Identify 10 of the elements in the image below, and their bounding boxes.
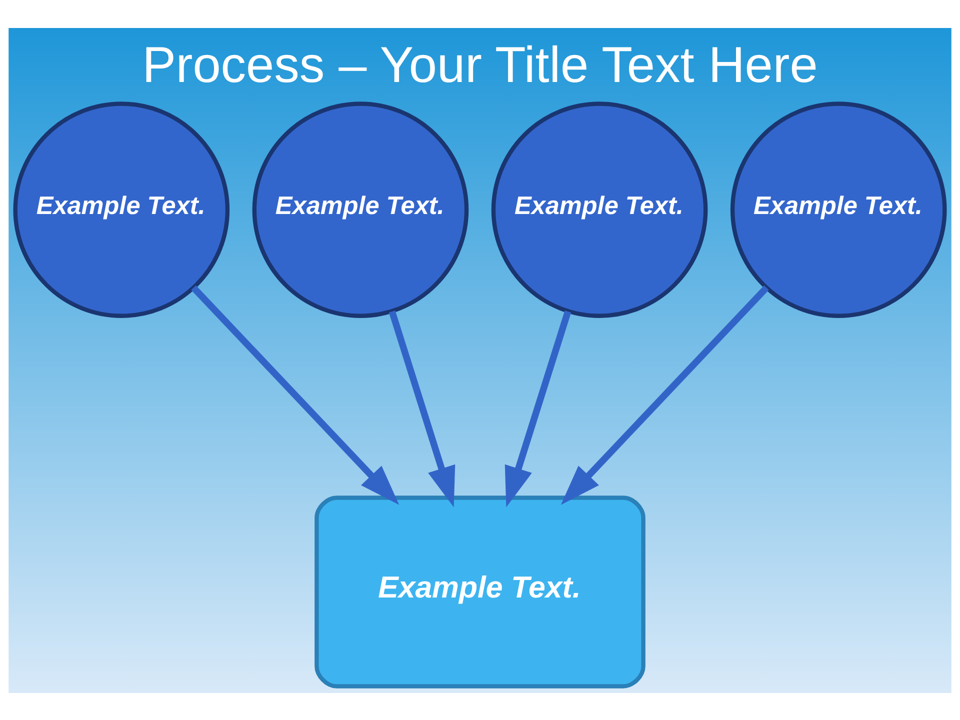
- arrow: [504, 310, 572, 507]
- arrow: [560, 284, 769, 504]
- node-circle: Example Text.: [252, 101, 469, 318]
- arrow: [191, 284, 400, 504]
- node-circle: Example Text.: [730, 101, 947, 318]
- diagram-title: Process – Your Title Text Here: [142, 35, 818, 92]
- node-circle: Example Text.: [13, 101, 230, 318]
- node-box: Example Text.: [314, 495, 646, 688]
- arrow: [388, 310, 456, 507]
- node-circle: Example Text.: [491, 101, 708, 318]
